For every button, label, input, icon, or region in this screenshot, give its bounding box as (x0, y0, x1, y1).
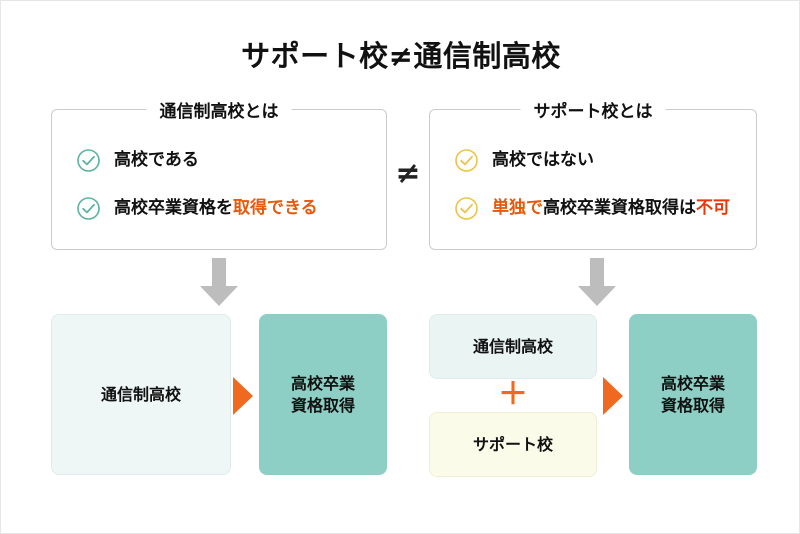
list-item-label: 単独で高校卒業資格取得は不可 (492, 197, 730, 218)
flow-result-right: 高校卒業資格取得 (629, 314, 757, 475)
flow-source-support-school: サポート校 (429, 412, 597, 477)
definition-box-correspondence-school: 通信制高校とは 高校である 高校卒業資格を取得で (51, 97, 387, 250)
down-arrow-icon (197, 258, 241, 312)
triangle-right-icon (601, 377, 625, 419)
flow-result-line1: 高校卒業 (660, 373, 725, 393)
list-item-label-plain: 高校卒業資格取得は (543, 197, 696, 218)
list-item: 高校ではない (430, 136, 756, 184)
list-item-label: 高校卒業資格を取得できる (114, 197, 318, 218)
flow-box-label: 高校卒業資格取得 (291, 373, 355, 416)
flow-source-correspondence-school-right: 通信制高校 (429, 314, 597, 379)
list-item-label: 高校である (114, 149, 199, 170)
flow-result-line2: 資格取得 (290, 395, 355, 415)
check-circle-icon (454, 196, 479, 221)
down-arrow-icon (575, 258, 619, 312)
triangle-right-icon (231, 377, 255, 419)
flow-box-label: 高校卒業資格取得 (661, 373, 725, 416)
page-title: サポート校≠通信制高校 (241, 39, 561, 73)
check-circle-icon (76, 148, 101, 173)
flow-box-label: 通信制高校 (100, 384, 181, 404)
definition-box-left-legend: 通信制高校とは (146, 97, 292, 122)
definition-list-right: 高校ではない 単独で高校卒業資格取得は不可 (430, 136, 756, 232)
flow-source-correspondence-school: 通信制高校 (51, 314, 231, 475)
flow-box-label: サポート校 (472, 434, 553, 454)
definition-box-support-school: サポート校とは 高校ではない 単独で高校卒業資格 (429, 97, 757, 250)
list-item-label-plain: 高校卒業資格を (114, 197, 233, 218)
list-item: 単独で高校卒業資格取得は不可 (430, 184, 756, 232)
list-item-label-highlight: 取得できる (233, 197, 318, 218)
list-item-label: 高校ではない (492, 149, 594, 170)
list-item-label-highlight-lead: 単独で (492, 197, 543, 218)
plus-icon: ＋ (498, 377, 528, 412)
flow-result-left: 高校卒業資格取得 (259, 314, 387, 475)
list-item: 高校卒業資格を取得できる (52, 184, 386, 232)
flow-box-label: 通信制高校 (472, 336, 553, 356)
flow-result-line2: 資格取得 (660, 395, 725, 415)
not-equal-icon: ≠ (395, 156, 421, 191)
check-circle-icon (76, 196, 101, 221)
check-circle-icon (454, 148, 479, 173)
list-item: 高校である (52, 136, 386, 184)
definition-list-left: 高校である 高校卒業資格を取得できる (52, 136, 386, 232)
definition-box-right-legend: サポート校とは (520, 97, 666, 122)
list-item-label-highlight-tail: 不可 (696, 197, 730, 218)
flow-result-line1: 高校卒業 (290, 373, 355, 393)
